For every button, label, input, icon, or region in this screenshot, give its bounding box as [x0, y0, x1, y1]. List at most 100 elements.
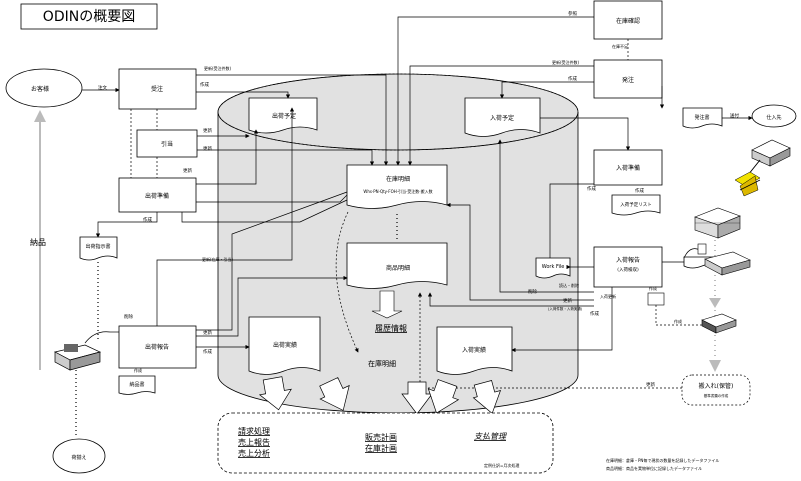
label-stock-shortage: 在庫不足: [612, 43, 628, 49]
customer-label: お客様: [31, 85, 49, 93]
title-frame: [20, 3, 158, 30]
output-arrows: [258, 376, 502, 415]
ship-report-box: [118, 325, 197, 369]
ship-instruction-doc: [79, 236, 118, 261]
supplier-node: [751, 104, 797, 128]
output-stock-plan: 在庫計画: [365, 443, 397, 453]
label-create-4: 作成: [203, 348, 212, 355]
stock-detail-bottom-label: 在庫明細: [368, 359, 396, 368]
stock-detail-doc: [346, 164, 448, 209]
purchase-order-box: [593, 59, 663, 99]
arrival-result-doc: [436, 326, 513, 375]
label-arrival-update: 入荷更新: [600, 293, 616, 299]
label-update-dot: 更新: [646, 381, 655, 388]
storage-sub: 基準書類の作成: [704, 393, 729, 398]
arrival-list-doc: [611, 194, 661, 216]
label-create-10: 作成: [674, 318, 682, 324]
customer-node: [5, 68, 83, 108]
output-sales-report: 売上報告: [238, 437, 270, 447]
label-create-6: 作成: [635, 187, 644, 194]
diagram-title: ODINの概要図: [43, 9, 135, 25]
arrival-plan-doc: [464, 97, 541, 137]
pallet-stack-icon: [694, 207, 741, 239]
arrival-prep-box: [593, 149, 663, 186]
ship-plan-label: 出荷予定: [272, 112, 296, 120]
purchase-order-label: 発注: [622, 76, 634, 84]
history-arrow-icon: [371, 290, 403, 319]
po-doc-label: 発注書: [694, 114, 709, 121]
label-delete-2: 削除: [528, 288, 537, 295]
label-update-order-1: 更新(受注件数): [204, 65, 232, 71]
label-update-3: 更新: [203, 127, 212, 134]
stock-ref-label: 在庫確認: [616, 17, 640, 25]
label-create-1: 作成: [143, 216, 152, 223]
allocation-label: 引当: [161, 140, 173, 148]
output-box: [217, 412, 554, 474]
stock-ref-box: [593, 0, 663, 40]
stock-detail-label: 在庫明細: [386, 175, 410, 183]
inspection-node: [52, 438, 106, 474]
ship-instruction-label: 出荷指示書: [85, 243, 110, 250]
product-detail-label: 商品明細: [386, 264, 410, 272]
arrival-plan-label: 入荷予定: [490, 114, 514, 122]
small-doc-icon: [647, 292, 665, 306]
label-refer: 参照: [568, 10, 577, 17]
allocation-box: [136, 129, 198, 158]
storage-box: [681, 374, 751, 406]
label-send: 送付: [730, 112, 739, 119]
workfile-doc: [535, 257, 571, 279]
inspection-label: 荷揃え: [71, 454, 86, 461]
ship-result-doc: [248, 316, 321, 375]
box-icon: [701, 313, 737, 334]
label-create-7: 作成: [587, 185, 596, 192]
label-read-delete: 読込・削除: [559, 282, 579, 288]
product-detail-doc: [346, 242, 448, 289]
legend-line-1: 在庫明細：倉庫・PN毎で現状の数量を記録したデータファイル: [606, 457, 719, 463]
label-notice: 注文: [98, 84, 107, 91]
label-create-3: 作成: [200, 81, 209, 88]
label-create-9: 作成: [649, 285, 657, 291]
label-delivery: 納品: [30, 237, 46, 247]
po-doc: [682, 107, 723, 129]
label-update-1: 更新: [203, 329, 212, 336]
legend-line-2: 商品明細：商品を実物単位に記録したデータファイル: [606, 465, 702, 471]
label-delete-1: 削除: [124, 313, 133, 320]
label-update-order-2: 更新(受注件数): [552, 59, 580, 65]
ship-prep-box: [118, 177, 197, 213]
label-create-2: 作成: [134, 367, 142, 373]
output-billing: 請求処理: [238, 426, 270, 436]
ship-prep-label: 出荷準備: [145, 192, 169, 200]
label-update-5: 更新: [183, 167, 192, 174]
scanner-right-icon: [683, 243, 751, 276]
output-sales-plan: 販売計画: [365, 432, 397, 442]
arrival-result-label: 入荷実績: [462, 346, 486, 354]
output-sales-analysis: 売上分析: [238, 448, 270, 458]
label-update-stock-1: 更新(在庫・引当): [202, 256, 234, 262]
workfile-label: Work File: [542, 264, 565, 270]
stock-detail-sub: Whs·PN·Qty·FOH·引当·受注数·搬入数: [363, 188, 432, 194]
label-create-8: 作成: [590, 310, 599, 317]
label-update-arrival: (入荷件数・入荷実績): [548, 306, 583, 311]
arrival-report-sub: (入荷検収): [617, 266, 639, 273]
storage-label: 搬入れ(保管): [699, 382, 734, 390]
label-create-5: 作成: [568, 75, 577, 82]
arrival-report-box: [593, 246, 663, 288]
history-label: 履歴情報: [375, 323, 407, 333]
ship-report-label: 出荷報告: [145, 343, 169, 351]
output-payment: 支払管理: [474, 432, 507, 441]
order-box: [118, 68, 197, 110]
label-update-2: 更新: [563, 297, 572, 304]
order-label: 受注: [151, 85, 163, 93]
ship-result-label: 出荷実績: [273, 341, 297, 349]
scanner-left-icon: [54, 331, 111, 371]
arrival-list-label: 入荷予定リスト: [620, 201, 652, 208]
delivery-slip-label: 納品書: [129, 381, 144, 388]
label-update-4: 更新: [203, 145, 212, 152]
arrival-prep-label: 入荷準備: [616, 164, 640, 172]
forklift-pallet-icon: [734, 139, 791, 197]
delivery-slip-doc: [118, 375, 156, 395]
supplier-label: 仕入先: [766, 114, 781, 121]
output-monthly-note: 定例仕訳=月次処理: [484, 462, 519, 468]
arrival-report-label: 入荷報告: [616, 256, 640, 264]
